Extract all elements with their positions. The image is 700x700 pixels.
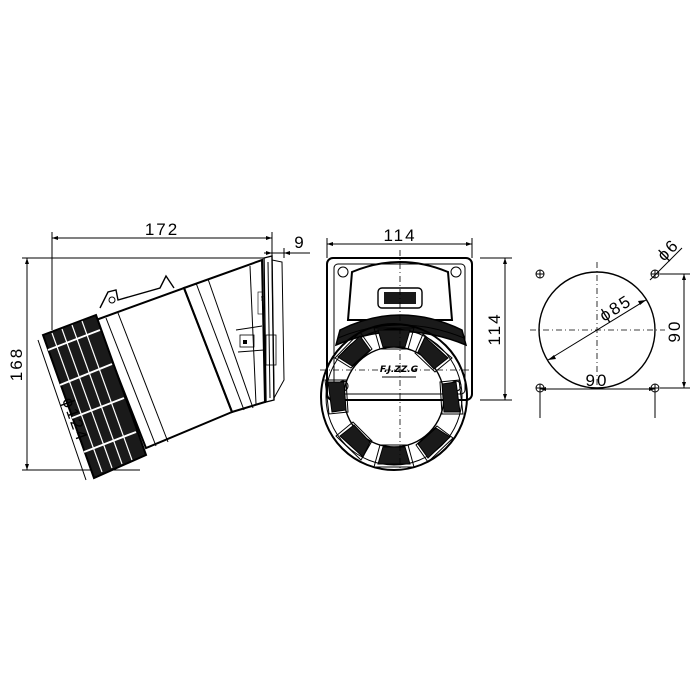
dim-114-width-label: 114 (383, 226, 416, 245)
mounting-holes (535, 269, 660, 393)
rear-housing: Ex (182, 258, 277, 414)
front-view: 114 114 (320, 226, 512, 471)
dim-90-horizontal-label: 90 (586, 371, 609, 390)
rating-label: Ex (260, 296, 265, 302)
cap-rib-outlines (324, 327, 464, 468)
dim-168-label: 168 (7, 347, 26, 381)
dim-172-label: 172 (145, 220, 179, 239)
mounting-view: ϕ85 ϕ6 90 (530, 235, 690, 418)
front-cap: F.J.ZZ.G (320, 250, 470, 471)
dimension-90-vertical: 90 (660, 273, 690, 389)
dimension-168: 168 (7, 257, 265, 471)
dimension-172: 172 (51, 220, 273, 330)
cap-ribs (327, 329, 461, 465)
main-body (94, 274, 234, 450)
threaded-ring (37, 313, 148, 481)
dim-9-label: 9 (294, 233, 305, 252)
dim-6-label: ϕ6 (653, 235, 683, 265)
brand-logo: F.J.ZZ.G (380, 365, 418, 375)
mounting-flange (263, 255, 285, 403)
dimension-9: 9 (264, 233, 310, 258)
dimension-114-horizontal: 114 (326, 226, 473, 258)
dim-90-vertical-label: 90 (665, 320, 684, 343)
dimension-90-horizontal: 90 (539, 371, 656, 418)
dim-114-height-label: 114 (485, 312, 504, 345)
dimension-114-vertical: 114 (480, 257, 512, 401)
cutout-circle (538, 271, 656, 389)
dim-85-label: ϕ85 (596, 291, 635, 325)
side-view: 172 9 168 (7, 220, 310, 481)
